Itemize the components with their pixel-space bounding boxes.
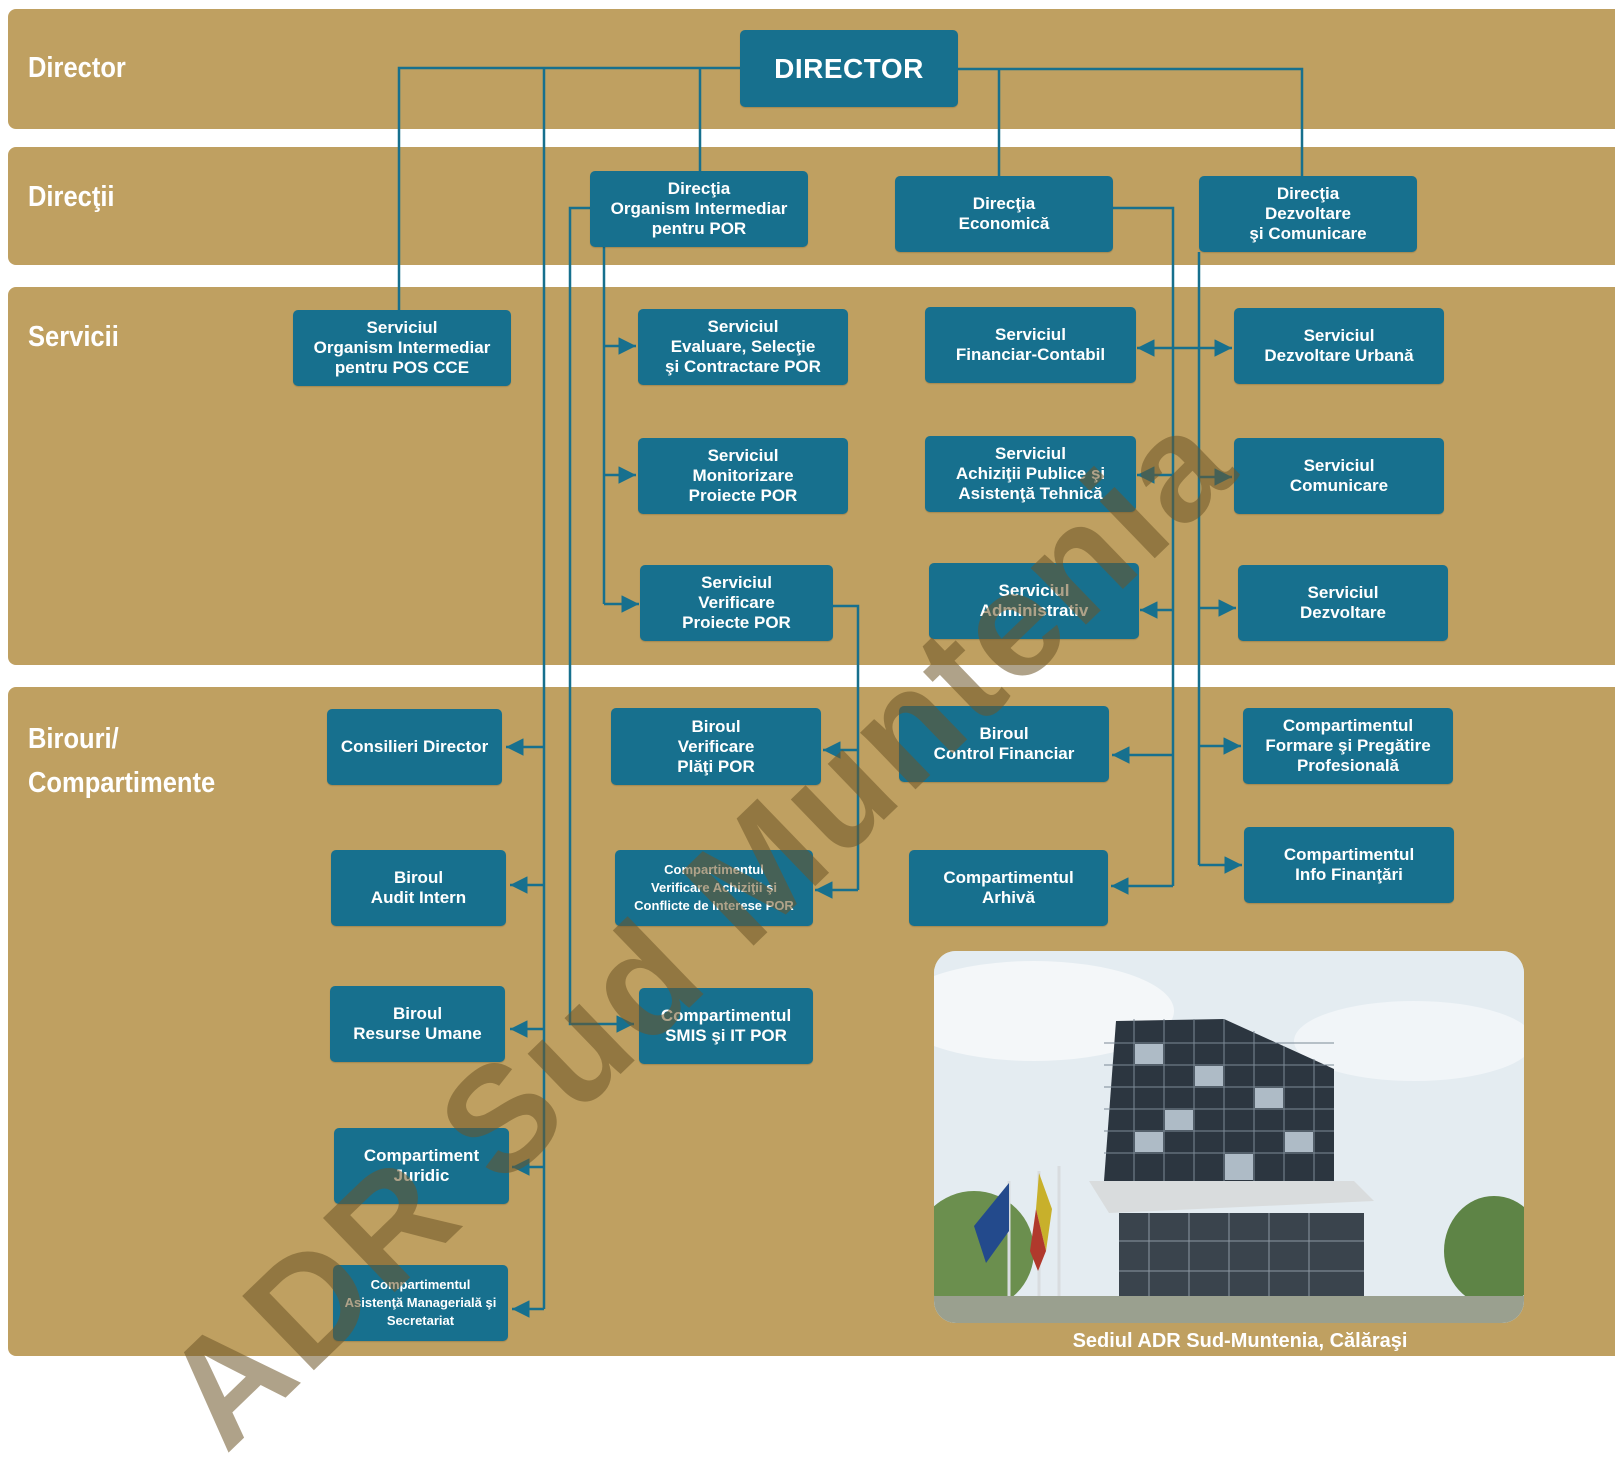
- compartiment-smis-box: Compartimentul SMIS şi IT POR: [639, 988, 813, 1064]
- building-illustration: [934, 951, 1524, 1323]
- compartiment-verif-achizitii-box: Compartimentul Verificare Achiziţii şi C…: [615, 850, 813, 926]
- serviciul-achizitii-box: Serviciul Achiziţii Publice şi Asistenţă…: [925, 436, 1136, 512]
- biroul-verificare-plati-box: Biroul Verificare Plăţi POR: [611, 708, 821, 785]
- serviciul-verificare-box: Serviciul Verificare Proiecte POR: [640, 565, 833, 641]
- directia-economica-box: Direcţia Economică: [895, 176, 1113, 252]
- biroul-audit-box: Biroul Audit Intern: [331, 850, 506, 926]
- band-label-director: Director: [28, 52, 126, 84]
- compartiment-formare-box: Compartimentul Formare şi Pregătire Prof…: [1243, 708, 1453, 784]
- serviciul-administrativ-box: Serviciul Administrativ: [929, 563, 1139, 639]
- serviciul-dezvoltare-box: Serviciul Dezvoltare: [1238, 565, 1448, 641]
- biroul-resurse-umane-box: Biroul Resurse Umane: [330, 986, 505, 1062]
- directia-oi-por-box: Direcţia Organism Intermediar pentru POR: [590, 171, 808, 247]
- serviciul-financiar-box: Serviciul Financiar-Contabil: [925, 307, 1136, 383]
- photo-caption: Sediul ADR Sud-Muntenia, Călăraşi: [1072, 1330, 1408, 1352]
- headquarters-photo: [934, 951, 1524, 1323]
- band-label-birouri: Birouri/ Compartimente: [28, 723, 216, 799]
- serviciul-comunicare-box: Serviciul Comunicare: [1234, 438, 1444, 514]
- compartiment-info-finantari-box: Compartimentul Info Finanţări: [1244, 827, 1454, 903]
- directia-dezvoltare-box: Direcţia Dezvoltare şi Comunicare: [1199, 176, 1417, 252]
- compartiment-asistenta-box: Compartimentul Asistenţă Managerială şi …: [333, 1265, 508, 1341]
- biroul-control-financiar-box: Biroul Control Financiar: [899, 706, 1109, 782]
- serviciul-dezv-urbana-box: Serviciul Dezvoltare Urbană: [1234, 308, 1444, 384]
- serviciul-oi-pos-cce-box: Serviciul Organism Intermediar pentru PO…: [293, 310, 511, 386]
- serviciul-evaluare-box: Serviciul Evaluare, Selecţie şi Contract…: [638, 309, 848, 385]
- compartiment-arhiva-box: Compartimentul Arhivă: [909, 850, 1108, 926]
- consilieri-director-box: Consilieri Director: [327, 709, 502, 785]
- serviciul-monitorizare-box: Serviciul Monitorizare Proiecte POR: [638, 438, 848, 514]
- director-box: DIRECTOR: [740, 30, 958, 107]
- band-label-servicii: Servicii: [28, 321, 119, 353]
- band-label-directii: Direcţii: [28, 181, 115, 213]
- compartiment-juridic-box: Compartiment Juridic: [334, 1128, 509, 1204]
